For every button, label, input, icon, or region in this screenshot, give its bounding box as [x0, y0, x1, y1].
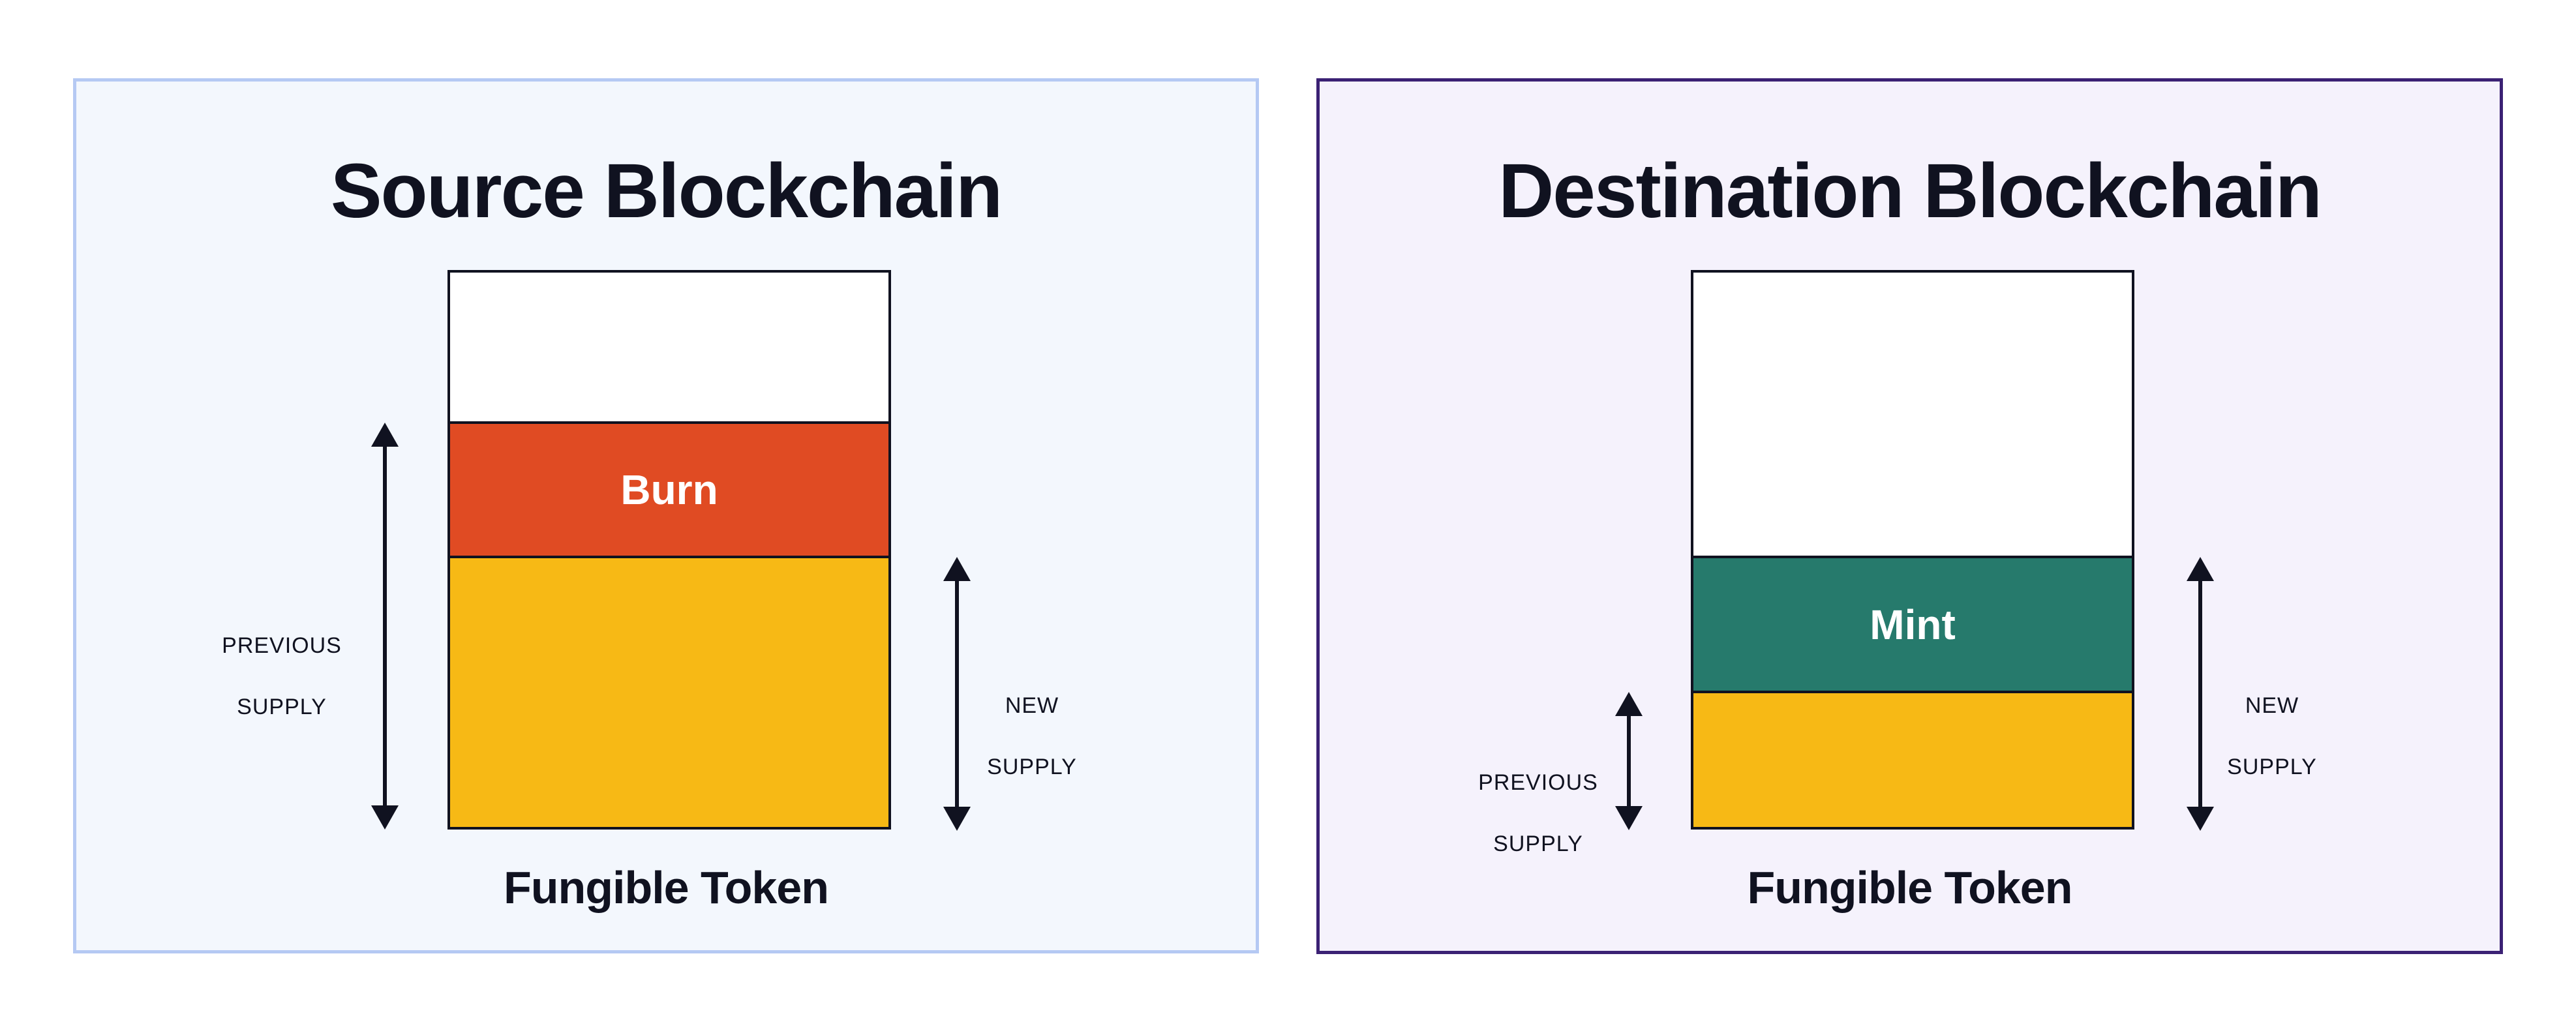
destination-new-supply-arrow-icon — [2187, 557, 2214, 831]
source-token-bar: Burn — [447, 270, 891, 830]
destination-bar-segment-previous-supply — [1693, 691, 2132, 827]
source-bar-segment-burn: Burn — [450, 421, 888, 556]
previous-supply-line1: PREVIOUS — [1478, 770, 1598, 795]
destination-previous-supply-label: PREVIOUS SUPPLY — [1440, 737, 1636, 860]
burn-label: Burn — [620, 466, 718, 513]
source-previous-supply-label: PREVIOUS SUPPLY — [184, 600, 380, 723]
destination-token-caption: Fungible Token — [1747, 862, 2072, 913]
source-previous-supply-arrow-icon — [371, 423, 399, 830]
source-blockchain-panel: Source Blockchain Burn PREVIOUS SUPPLY N… — [73, 78, 1259, 953]
source-new-supply-arrow-icon — [943, 557, 971, 831]
destination-bar-segment-mint: Mint — [1693, 556, 2132, 691]
source-new-supply-label: NEW SUPPLY — [934, 660, 1130, 783]
mint-label: Mint — [1870, 601, 1956, 648]
destination-token-bar: Mint — [1691, 270, 2134, 830]
previous-supply-line2: SUPPLY — [237, 695, 327, 719]
destination-new-supply-label: NEW SUPPLY — [2174, 660, 2370, 783]
new-supply-line1: NEW — [2245, 693, 2299, 718]
destination-previous-supply-arrow-icon — [1615, 692, 1643, 830]
source-bar-segment-empty — [450, 273, 888, 421]
destination-blockchain-panel: Destination Blockchain Mint PREVIOUS SUP… — [1316, 78, 2503, 954]
destination-bar-segment-empty — [1693, 273, 2132, 556]
source-panel-title: Source Blockchain — [330, 148, 1003, 234]
source-bar-segment-supply — [450, 556, 888, 827]
previous-supply-line2: SUPPLY — [1493, 831, 1583, 856]
destination-panel-title: Destination Blockchain — [1498, 148, 2322, 234]
new-supply-line2: SUPPLY — [987, 755, 1077, 779]
new-supply-line1: NEW — [1005, 693, 1059, 718]
previous-supply-line1: PREVIOUS — [222, 633, 342, 658]
source-token-caption: Fungible Token — [503, 862, 829, 913]
new-supply-line2: SUPPLY — [2227, 755, 2317, 779]
